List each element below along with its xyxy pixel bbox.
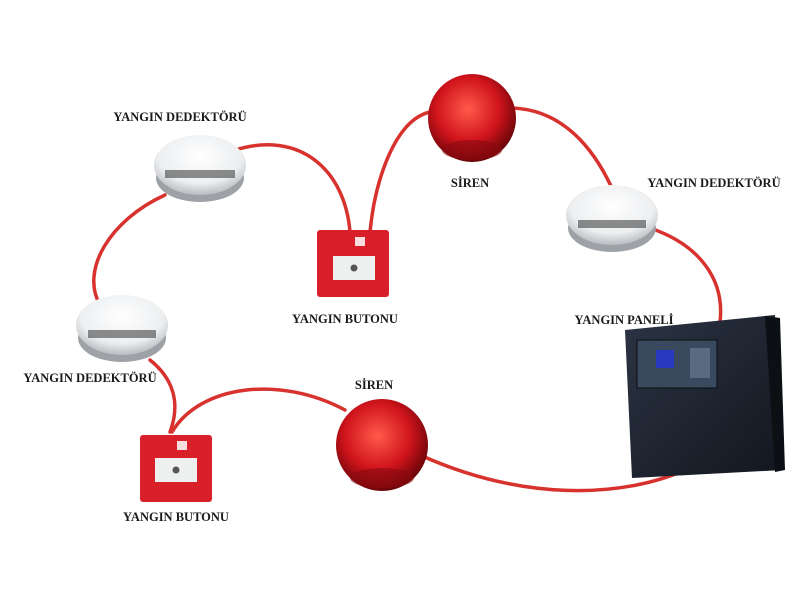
siren-bottom — [336, 399, 428, 491]
fire-alarm-panel — [625, 315, 785, 478]
label-siren-bottom: SİREN — [354, 378, 394, 392]
label-siren-top: SİREN — [450, 176, 490, 190]
call-point-top — [317, 230, 389, 297]
label-detector-left: YANGIN DEDEKTÖRÜ — [23, 371, 157, 385]
cable — [92, 106, 723, 493]
label-detector-right: YANGIN DEDEKTÖRÜ — [647, 176, 781, 190]
smoke-detector-right — [566, 185, 658, 252]
label-button-top: YANGIN BUTONU — [292, 312, 398, 326]
label-detector-top: YANGIN DEDEKTÖRÜ — [113, 110, 247, 124]
smoke-detector-left — [76, 295, 168, 362]
label-button-bottom: YANGIN BUTONU — [123, 510, 229, 524]
call-point-bottom — [140, 435, 212, 502]
smoke-detector-top — [154, 135, 246, 202]
siren-top — [428, 74, 516, 162]
label-panel: YANGIN PANELİ — [574, 313, 674, 327]
